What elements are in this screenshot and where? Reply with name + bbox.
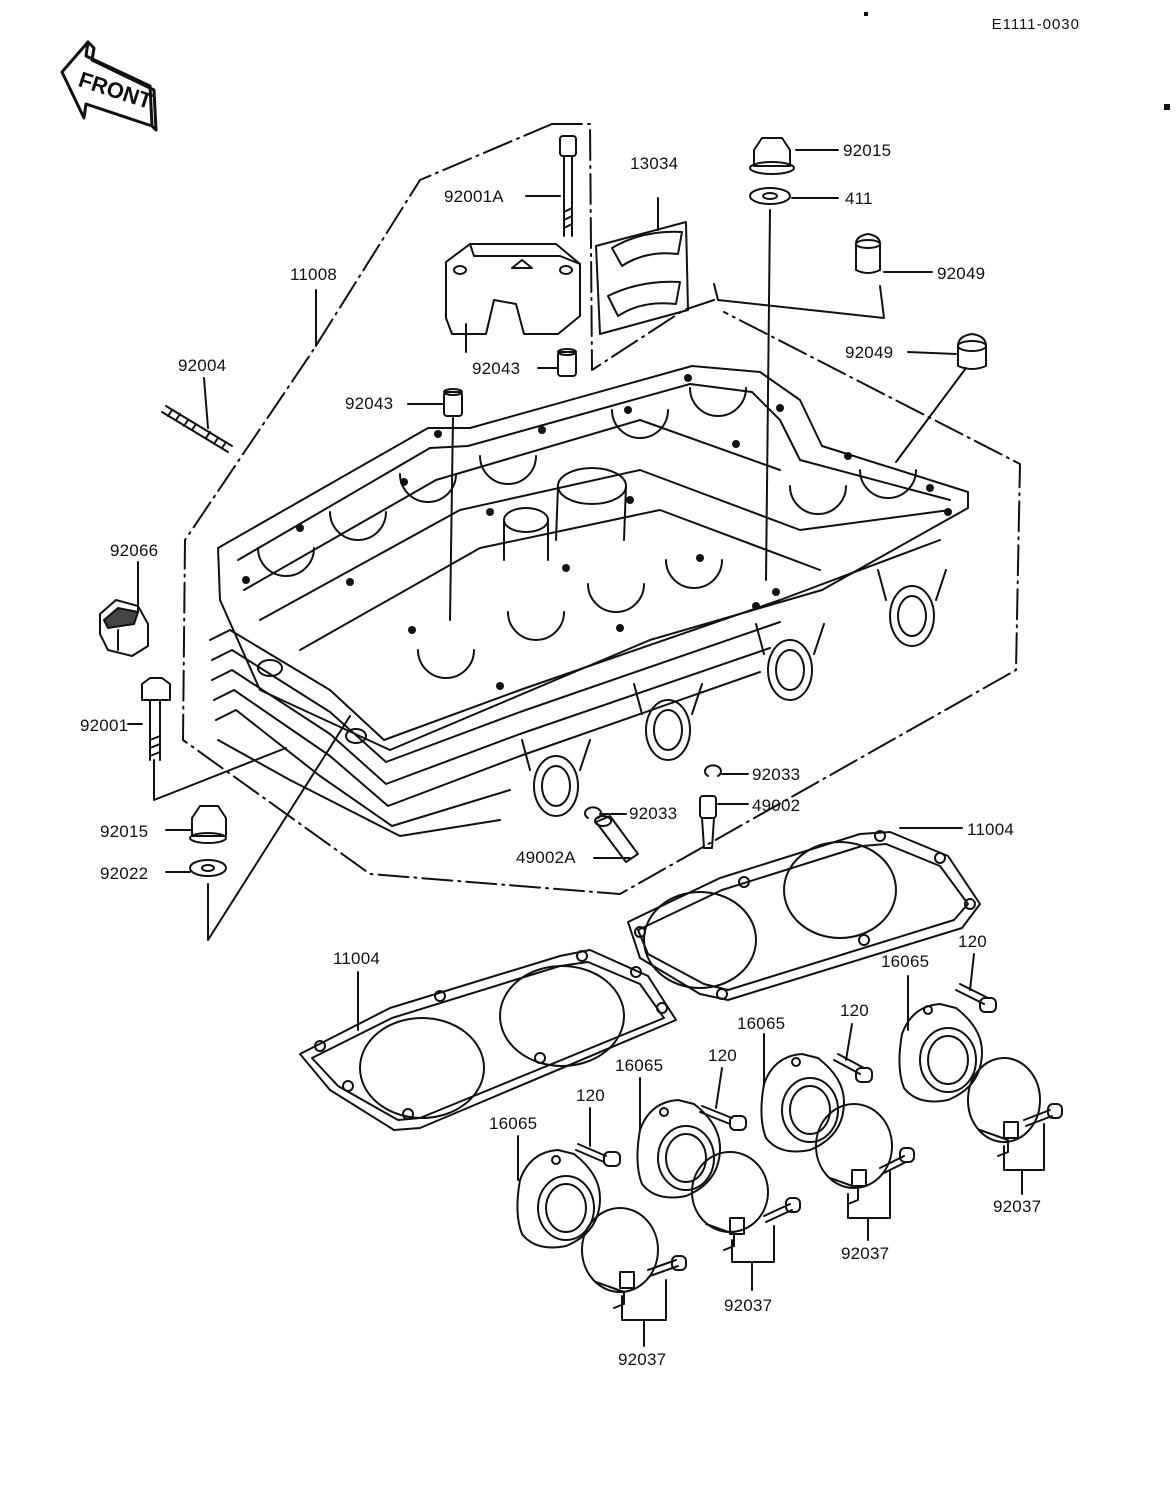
circlip-92033b [704,764,722,777]
carb-holder-16065c [760,1053,845,1153]
washer-92022 [189,859,227,877]
hose-clamp-92037b [691,1151,769,1251]
camshaft-cap [445,243,581,335]
part-label-92043: 92043 [345,394,394,413]
part-label-16065: 16065 [489,1114,538,1133]
stud-92004 [161,405,233,453]
part-label-92037: 92037 [724,1296,773,1315]
clamp-screw-icon [647,1255,687,1277]
part-label-92043: 92043 [472,359,521,378]
clamp-screw-icon [763,1197,801,1223]
hose-clamp-92037c [815,1103,893,1205]
part-label-411: 411 [845,189,873,208]
acorn-nut-92015a [749,137,795,175]
screw-120c [833,1053,873,1083]
nipple-49002 [699,795,717,849]
nipple-49002a [594,815,639,863]
hose-clamp-92037a [581,1207,659,1309]
part-label-92001a: 92001A [444,187,504,206]
part-label-92015: 92015 [843,141,892,160]
bearing-insert-icon [607,230,683,317]
rubber-damper-92066 [99,599,149,657]
part-label-92022: 92022 [100,864,149,883]
screw-120d [955,983,997,1013]
assembly-boundary-line [182,123,1021,895]
part-label-16065: 16065 [881,952,930,971]
scan-mark [864,12,868,16]
carb-holder-16065a [516,1149,601,1249]
scan-mark [1164,104,1170,110]
cylinder-head [209,365,969,837]
part-label-120: 120 [840,1001,869,1020]
part-label-11008: 11008 [290,265,338,284]
part-label-92049: 92049 [845,343,894,362]
part-label-92033: 92033 [752,765,801,784]
part-label-11004: 11004 [967,820,1015,839]
dowel-pin-92043b [557,348,577,377]
diagram-code: E1111-0030 [991,16,1080,33]
part-label-92037: 92037 [841,1244,890,1263]
rubber-plug-92049b [957,333,987,370]
washer-411 [749,187,791,205]
front-arrow-icon: FRONT [60,40,158,132]
head-gasket-11004a [299,949,677,1131]
bearing-box [595,221,689,335]
bolt-92001 [141,677,171,761]
part-label-120: 120 [576,1086,605,1105]
part-label-92033: 92033 [629,804,678,823]
part-label-92066: 92066 [110,541,159,560]
screw-120a [575,1143,621,1167]
screw-120b [699,1105,747,1131]
bolt-92001a [559,135,577,237]
dowel-pin-92043a [443,388,463,417]
part-label-120: 120 [958,932,987,951]
part-label-92015: 92015 [100,822,149,841]
part-label-49002a: 49002A [516,848,576,867]
part-label-92001: 92001 [80,716,129,735]
part-label-16065: 16065 [615,1056,664,1075]
carb-holder-16065b [636,1099,721,1199]
rubber-plug-92049a [855,233,881,274]
part-label-16065: 16065 [737,1014,786,1033]
part-label-120: 120 [708,1046,737,1065]
head-gasket-11004b [627,830,981,1001]
part-label-13034: 13034 [630,154,679,173]
part-label-92037: 92037 [618,1350,667,1369]
part-label-92037: 92037 [993,1197,1042,1216]
part-label-11004: 11004 [333,949,381,968]
clamp-screw-icon [1023,1103,1063,1127]
part-label-92004: 92004 [178,356,227,375]
carb-holder-16065d [898,1003,983,1103]
part-label-49002: 49002 [752,796,801,815]
clamp-screw-icon [879,1147,915,1175]
acorn-nut-92015b [189,805,227,844]
part-label-92049: 92049 [937,264,986,283]
